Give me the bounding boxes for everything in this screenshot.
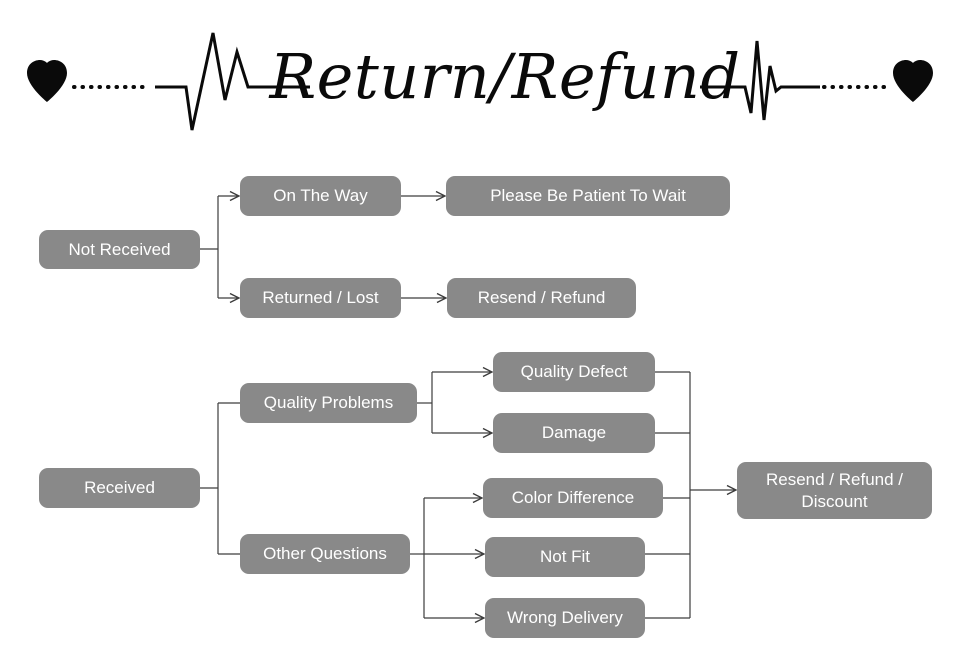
header-banner: Return/Refund: [0, 0, 960, 150]
node-please-be-patient-to-wait[interactable]: Please Be Patient To Wait: [446, 176, 730, 216]
connector-quality-problems-split: [417, 372, 491, 433]
connector-other-questions-split: [410, 498, 483, 618]
page-title: Return/Refund: [269, 40, 741, 113]
node-not-fit[interactable]: Not Fit: [485, 537, 645, 577]
node-other-questions[interactable]: Other Questions: [240, 534, 410, 574]
node-quality-problems[interactable]: Quality Problems: [240, 383, 417, 423]
node-color-difference[interactable]: Color Difference: [483, 478, 663, 518]
heart-icon-right: [893, 60, 933, 102]
connector-received-split: [200, 402, 240, 555]
node-resend-refund-discount[interactable]: Resend / Refund / Discount: [737, 462, 932, 519]
flow-diagram: Not Received On The Way Please Be Patien…: [0, 150, 960, 668]
heart-icon-left: [27, 60, 67, 102]
heartbeat-line-icon-right: [700, 40, 820, 121]
node-returned-lost[interactable]: Returned / Lost: [240, 278, 401, 318]
node-not-received[interactable]: Not Received: [39, 230, 200, 269]
node-quality-defect[interactable]: Quality Defect: [493, 352, 655, 392]
heartbeat-line-icon-left: [155, 32, 310, 131]
node-received[interactable]: Received: [39, 468, 200, 508]
node-on-the-way[interactable]: On The Way: [240, 176, 401, 216]
node-damage[interactable]: Damage: [493, 413, 655, 453]
node-wrong-delivery[interactable]: Wrong Delivery: [485, 598, 645, 638]
flow-connectors: [200, 150, 960, 668]
connector-not-received-split: [200, 196, 238, 298]
header-decoration: [27, 32, 933, 131]
node-resend-refund[interactable]: Resend / Refund: [447, 278, 636, 318]
